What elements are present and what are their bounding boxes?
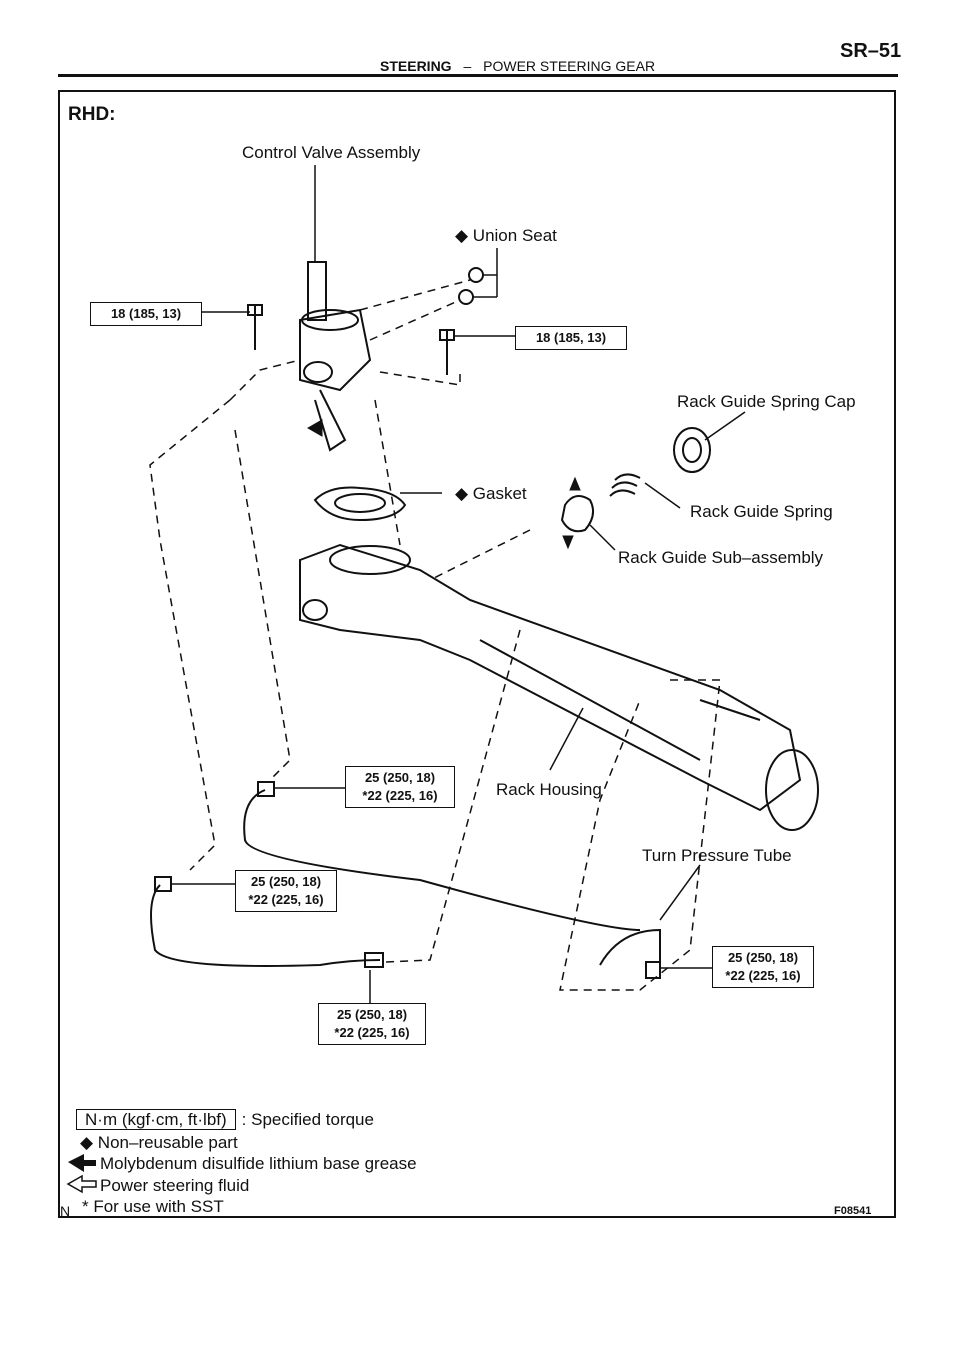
header-rule [58,74,898,77]
torque-tube-upper: 25 (250, 18) *22 (225, 16) [345,766,455,808]
gasket-shape [313,486,407,522]
torque-tube-bottom: 25 (250, 18) *22 (225, 16) [318,1003,426,1045]
figure-frame [58,90,896,1218]
torque-value: 25 (250, 18) [727,950,799,965]
label-turn-pressure-tube: Turn Pressure Tube [642,846,792,865]
torque-value: 25 (250, 18) [364,770,436,785]
torque-value-sst: *22 (225, 16) [334,1025,410,1040]
torque-bolt-right: 18 (185, 13) [515,326,627,350]
bolt-left [247,304,263,350]
torque-tube-left: 25 (250, 18) *22 (225, 16) [235,870,337,912]
corner-mark: N [60,1203,71,1219]
fitting-upper [257,781,275,797]
label-control-valve: Control Valve Assembly [242,143,421,162]
pressure-tube-left [243,789,641,931]
rack-guide-sub [560,495,595,533]
label-union-seat: ◆ Union Seat [455,226,557,245]
pressure-tube-right [599,928,661,966]
subsection-title: POWER STEERING GEAR [483,58,656,74]
fitting-bottom [364,952,384,968]
legend-torque: N·m (kgf·cm, ft·lbf) : Specified torque [76,1109,374,1130]
rack-housing-shape [299,543,802,812]
label-rack-housing: Rack Housing [496,780,602,799]
legend-fluid: Power steering fluid [100,1176,250,1195]
torque-value: 18 (185, 13) [110,306,182,321]
section-header: STEERING – POWER STEERING GEAR [380,58,655,74]
legend-torque-desc: : Specified torque [241,1110,374,1129]
section-title: STEERING [380,58,452,74]
torque-value: 18 (185, 13) [535,330,607,345]
torque-value-sst: *22 (225, 16) [725,968,801,983]
header-separator: – [463,58,472,74]
torque-value: 25 (250, 18) [336,1007,408,1022]
torque-bolt-left: 18 (185, 13) [90,302,202,326]
label-rack-guide-spring: Rack Guide Spring [690,502,833,521]
rack-guide-spring-cap [673,427,711,473]
fluid-icon [66,1174,97,1194]
rack-housing-end [765,749,819,831]
variant-label: RHD: [68,104,116,125]
label-gasket: ◆ Gasket [455,484,527,503]
fitting-left [154,876,172,892]
rack-guide-spring-coil [609,473,641,497]
page-code: SR–51 [840,40,902,62]
torque-tube-right: 25 (250, 18) *22 (225, 16) [712,946,814,988]
torque-value: 25 (250, 18) [250,874,322,889]
bolt-right [439,329,455,375]
grease-arrow-3 [562,535,574,550]
torque-value-sst: *22 (225, 16) [248,892,324,907]
legend-torque-unit: N·m (kgf·cm, ft·lbf) [76,1109,236,1130]
grease-icon [68,1154,96,1172]
housing-port [302,599,328,621]
control-valve-body [299,308,372,392]
pressure-tube-left-2 [150,884,381,967]
union-seat-2 [458,289,474,305]
grease-arrow-2 [569,476,581,491]
legend-non-reusable: ◆ Non–reusable part [80,1133,238,1152]
grease-arrow-1 [306,419,323,437]
torque-value-sst: *22 (225, 16) [362,788,438,803]
fitting-right [645,961,661,979]
legend-sst: * For use with SST [82,1197,224,1216]
legend-grease: Molybdenum disulfide lithium base grease [100,1154,417,1173]
label-rack-guide-spring-cap: Rack Guide Spring Cap [677,392,856,411]
control-valve-shaft [307,261,327,321]
label-rack-guide-sub: Rack Guide Sub–assembly [618,548,824,567]
union-seat-1 [468,267,484,283]
control-valve-flange [303,361,333,383]
figure-code: F08541 [834,1205,872,1217]
